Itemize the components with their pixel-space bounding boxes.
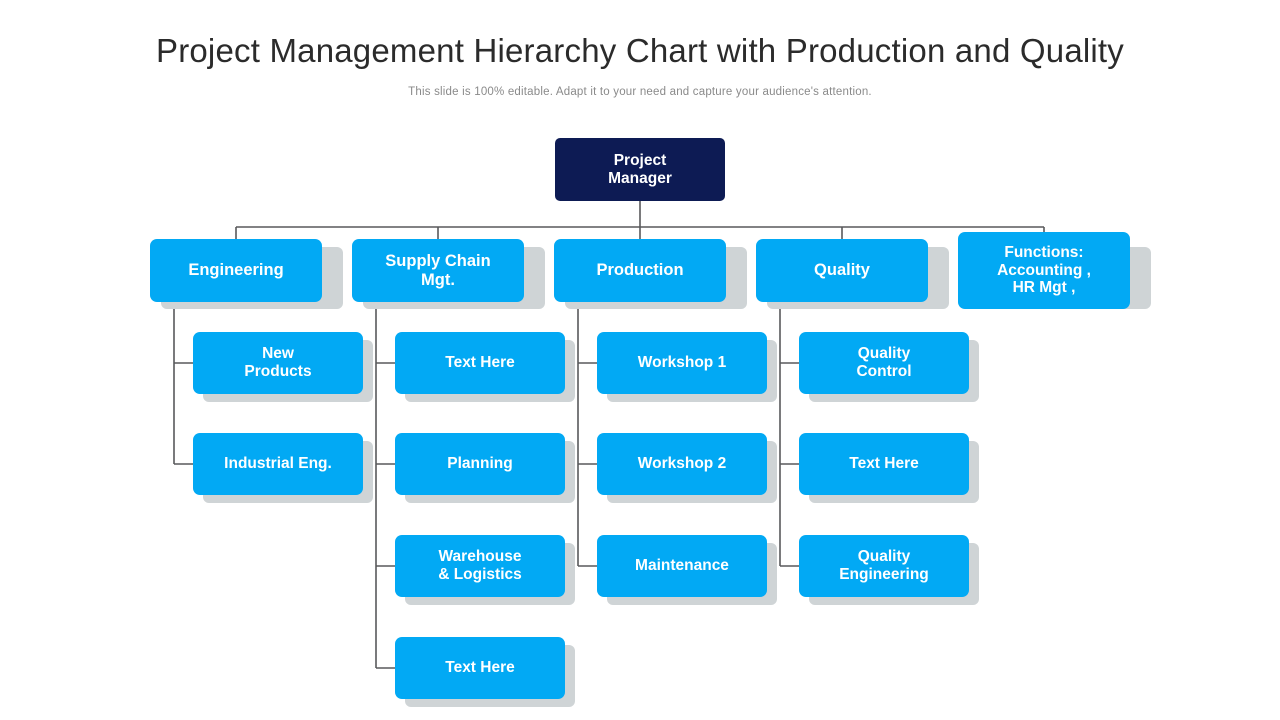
node-label: Industrial Eng. [224, 455, 332, 473]
node-label: Quality Control [856, 345, 912, 380]
node-new-products[interactable]: New Products [193, 332, 363, 394]
node-label: Text Here [445, 659, 515, 677]
node-industrial-eng[interactable]: Industrial Eng. [193, 433, 363, 495]
node-quality-control[interactable]: Quality Control [799, 332, 969, 394]
node-scm-text-here-2[interactable]: Text Here [395, 637, 565, 699]
node-workshop-1[interactable]: Workshop 1 [597, 332, 767, 394]
node-quality-engineering[interactable]: Quality Engineering [799, 535, 969, 597]
node-supply-chain-mgt[interactable]: Supply Chain Mgt. [352, 239, 524, 302]
node-project-manager[interactable]: Project Manager [555, 138, 725, 201]
node-label: Text Here [849, 455, 919, 473]
node-label: Quality Engineering [839, 548, 929, 583]
page-subtitle: This slide is 100% editable. Adapt it to… [408, 86, 872, 98]
node-planning[interactable]: Planning [395, 433, 565, 495]
node-label: Text Here [445, 354, 515, 372]
node-label: Planning [447, 455, 513, 473]
node-label: Warehouse & Logistics [438, 548, 522, 583]
node-warehouse-logistics[interactable]: Warehouse & Logistics [395, 535, 565, 597]
node-label: Maintenance [635, 557, 729, 575]
node-quality-text-here[interactable]: Text Here [799, 433, 969, 495]
node-scm-text-here-1[interactable]: Text Here [395, 332, 565, 394]
node-label: Project Manager [608, 151, 672, 187]
node-label: Quality [814, 261, 870, 280]
node-engineering[interactable]: Engineering [150, 239, 322, 302]
node-label: Workshop 2 [637, 455, 727, 473]
node-label: New Products [244, 345, 312, 380]
node-maintenance[interactable]: Maintenance [597, 535, 767, 597]
page-title: Project Management Hierarchy Chart with … [155, 32, 1124, 69]
node-production[interactable]: Production [554, 239, 726, 302]
node-label: Production [596, 261, 684, 280]
node-label: Engineering [188, 261, 284, 280]
node-workshop-2[interactable]: Workshop 2 [597, 433, 767, 495]
node-label: Workshop 1 [637, 354, 727, 372]
node-functions[interactable]: Functions: Accounting , HR Mgt , [958, 232, 1130, 309]
node-label: Functions: Accounting , HR Mgt , [997, 243, 1091, 297]
node-label: Supply Chain Mgt. [385, 251, 491, 289]
node-quality[interactable]: Quality [756, 239, 928, 302]
